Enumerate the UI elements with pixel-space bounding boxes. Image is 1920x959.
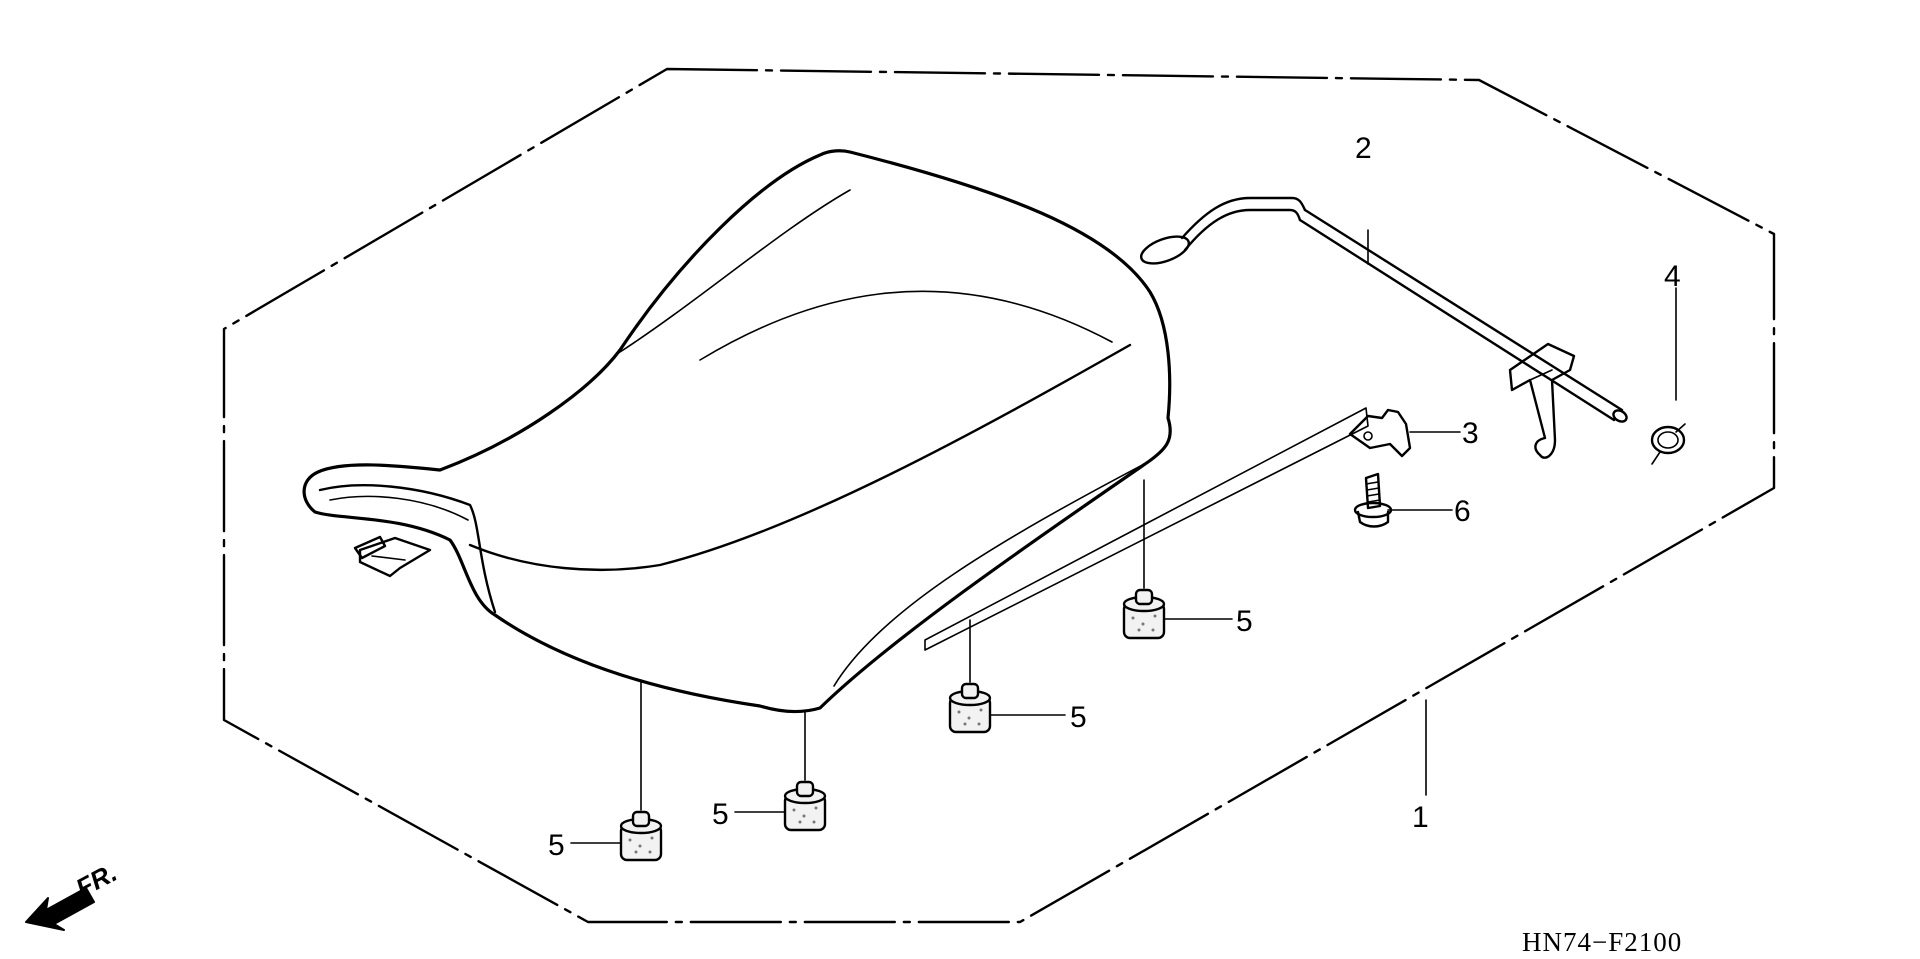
leader-lines bbox=[570, 229, 1677, 844]
callout-labels: 1 2 3 4 5 5 5 5 6 bbox=[548, 132, 1681, 862]
seat-lock-lever bbox=[1140, 196, 1628, 459]
spring-part bbox=[1650, 423, 1686, 465]
front-direction-indicator: FR. bbox=[25, 857, 122, 931]
callout-5b: 5 bbox=[712, 798, 729, 831]
cushion-2 bbox=[783, 780, 827, 832]
diagram-code: HN74−F2100 bbox=[1522, 927, 1682, 957]
callout-4: 4 bbox=[1664, 260, 1681, 293]
cushion-3 bbox=[948, 682, 992, 734]
cushion-1 bbox=[619, 810, 663, 862]
callout-5a: 5 bbox=[548, 829, 565, 862]
seat-illustration bbox=[302, 149, 1172, 714]
assembly-boundary bbox=[222, 67, 1776, 924]
bolt-part bbox=[1353, 472, 1393, 528]
callout-3: 3 bbox=[1462, 417, 1479, 450]
clip-part bbox=[1348, 408, 1412, 458]
callout-1: 1 bbox=[1412, 801, 1429, 834]
cushion-4 bbox=[1122, 588, 1166, 640]
callout-5c: 5 bbox=[1070, 701, 1087, 734]
callout-5d: 5 bbox=[1236, 605, 1253, 638]
callout-6: 6 bbox=[1454, 495, 1471, 528]
front-arrow-icon bbox=[25, 887, 95, 931]
callout-2: 2 bbox=[1355, 132, 1372, 165]
